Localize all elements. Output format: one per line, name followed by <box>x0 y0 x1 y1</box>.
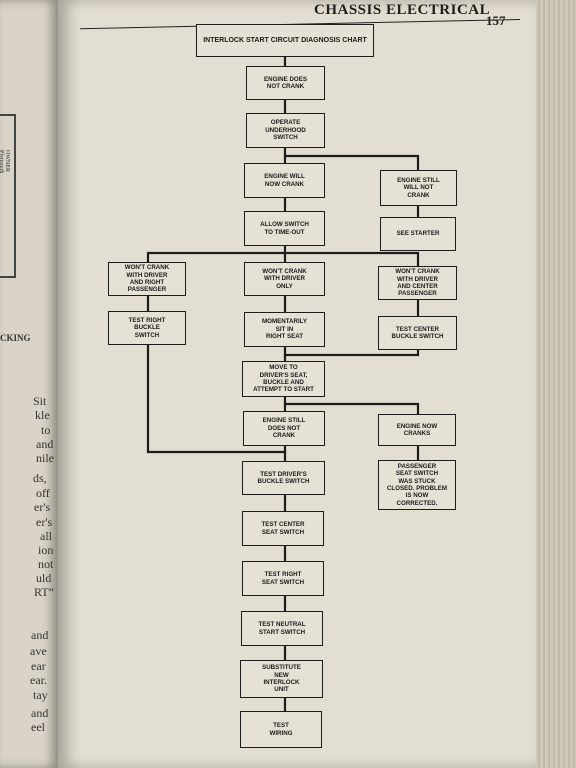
node-move-to-drivers-seat: MOVE TO DRIVER'S SEAT, BUCKLE AND ATTEMP… <box>242 361 325 397</box>
node-substitute-interlock-unit: SUBSTITUTE NEW INTERLOCK UNIT <box>240 660 323 698</box>
node-momentarily-sit-right-seat: MOMENTARILY SIT IN RIGHT SEAT <box>244 312 325 347</box>
left-page-fragment: and <box>31 628 49 642</box>
left-page-fragment: ion <box>38 543 54 557</box>
node-engine-still-will-not-crank: ENGINE STILL WILL NOT CRANK <box>380 170 457 206</box>
left-page-fragment: CKING <box>0 333 31 343</box>
left-page-tab-text: OWNER Plymouth <box>0 150 10 174</box>
connector-line <box>146 343 287 454</box>
node-engine-still-does-not-crank: ENGINE STILL DOES NOT CRANK <box>243 411 325 446</box>
node-allow-switch-timeout: ALLOW SWITCH TO TIME-OUT <box>244 211 325 246</box>
left-page-fragment: off <box>36 486 50 500</box>
left-page-fragment: ave <box>30 644 47 658</box>
left-page-box <box>0 114 16 278</box>
node-see-starter: SEE STARTER <box>380 217 456 251</box>
left-page-fragment: nile <box>36 451 54 465</box>
left-page-fragment: all <box>40 529 52 543</box>
connector-line <box>283 154 420 172</box>
left-page-fragment: ear. <box>30 673 47 687</box>
left-page-fragment: er's <box>34 500 51 514</box>
node-test-wiring: TEST WIRING <box>240 711 322 748</box>
node-engine-now-cranks: ENGINE NOW CRANKS <box>378 414 456 446</box>
left-page-fragment: Sit <box>33 394 47 408</box>
node-wont-crank-driver-center: WON'T CRANK WITH DRIVER AND CENTER PASSE… <box>378 266 457 300</box>
node-passenger-seat-switch-stuck: PASSENGER SEAT SWITCH WAS STUCK CLOSED. … <box>378 460 456 510</box>
left-page-fragment: kle <box>35 408 50 422</box>
left-page-fragment: er's <box>36 515 53 529</box>
node-operate-underhood-switch: OPERATE UNDERHOOD SWITCH <box>246 113 325 148</box>
node-test-neutral-start-switch: TEST NEUTRAL START SWITCH <box>241 611 323 646</box>
connector-line <box>146 251 420 268</box>
node-engine-does-not-crank: ENGINE DOES NOT CRANK <box>246 66 325 100</box>
left-page-fragment: ds, <box>33 471 47 485</box>
left-page-fragment: eel <box>31 720 45 734</box>
left-page-fragment: and <box>31 706 49 720</box>
connector-line <box>283 402 420 416</box>
left-page: OWNER Plymouth CKING Sit kle to and nile… <box>0 0 58 768</box>
connector-line <box>283 348 420 357</box>
node-test-drivers-buckle-switch: TEST DRIVER'S BUCKLE SWITCH <box>242 461 325 495</box>
node-test-center-seat-switch: TEST CENTER SEAT SWITCH <box>242 511 324 546</box>
chart-title-box: INTERLOCK START CIRCUIT DIAGNOSIS CHART <box>196 24 374 57</box>
left-page-fragment: tay <box>33 688 48 702</box>
node-engine-will-now-crank: ENGINE WILL NOW CRANK <box>244 163 325 198</box>
left-page-fragment: to <box>41 423 51 437</box>
node-wont-crank-driver-right: WON'T CRANK WITH DRIVER AND RIGHT PASSEN… <box>108 262 186 296</box>
page-number: 157 <box>486 13 506 28</box>
node-test-right-seat-switch: TEST RIGHT SEAT SWITCH <box>242 561 324 596</box>
page-edges <box>536 0 576 768</box>
node-test-center-buckle-switch: TEST CENTER BUCKLE SWITCH <box>378 316 457 350</box>
node-test-right-buckle-switch: TEST RIGHT BUCKLE SWITCH <box>108 311 186 345</box>
left-page-fragment: uld <box>36 571 52 585</box>
node-wont-crank-driver-only: WON'T CRANK WITH DRIVER ONLY <box>244 262 325 296</box>
left-page-fragment: and <box>36 437 54 451</box>
left-page-fragment: not <box>38 557 54 571</box>
left-page-fragment: RT” <box>34 585 54 599</box>
left-page-fragment: ear <box>31 659 46 673</box>
page-header-title: CHASSIS ELECTRICAL <box>314 2 491 18</box>
